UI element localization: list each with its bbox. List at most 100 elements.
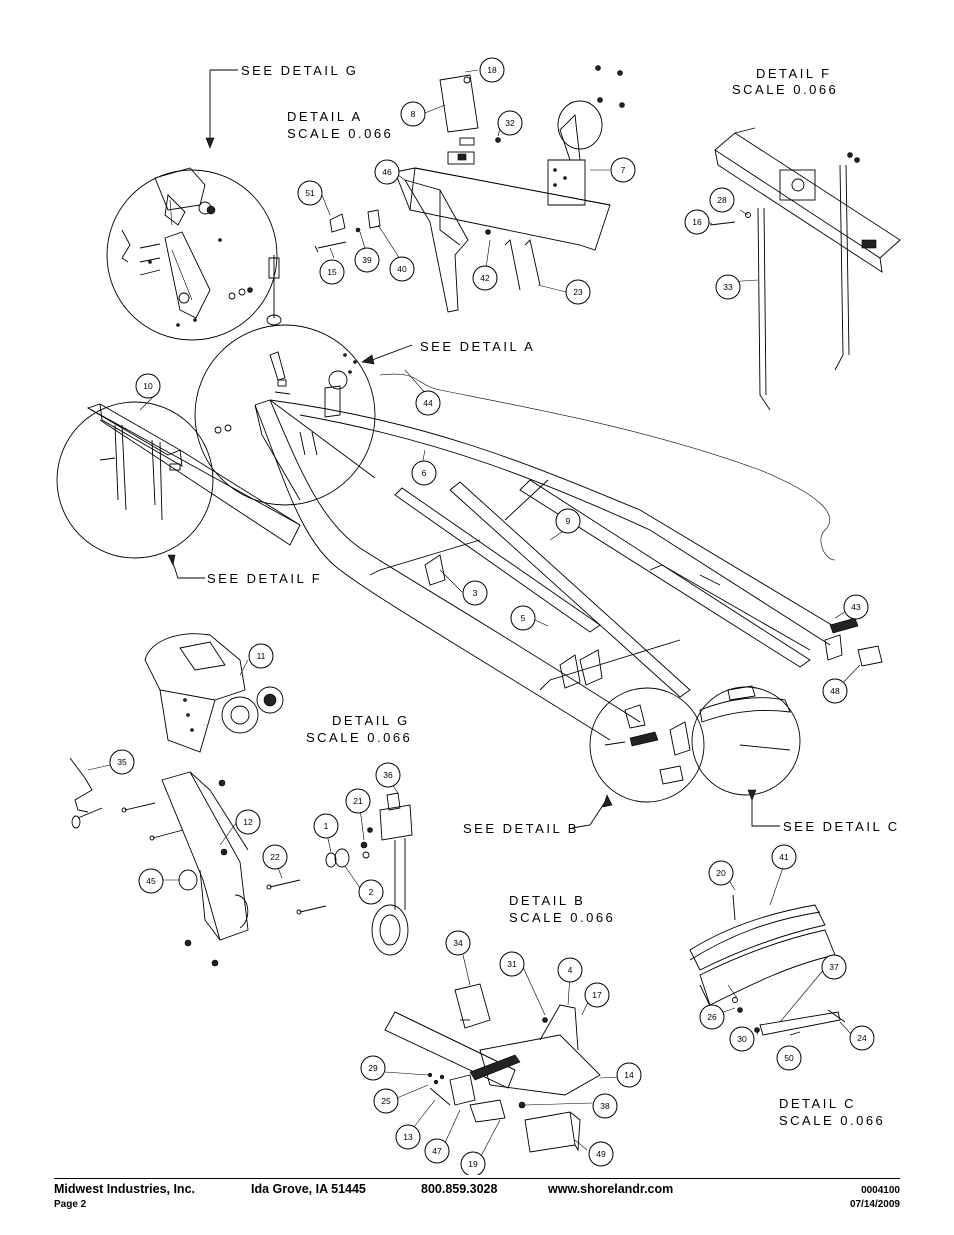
callout-bubble: 38 xyxy=(592,1093,618,1119)
detail-b-circle-view xyxy=(589,687,705,803)
svg-text:3: 3 xyxy=(473,588,478,598)
svg-text:50: 50 xyxy=(784,1053,794,1063)
callout-bubble: 4 xyxy=(557,957,583,983)
detail-c-circle-view xyxy=(691,685,801,796)
svg-text:2: 2 xyxy=(369,887,374,897)
callout-bubble: 44 xyxy=(415,390,441,416)
callout-bubble: 43 xyxy=(843,594,869,620)
svg-text:45: 45 xyxy=(146,876,156,886)
svg-text:6: 6 xyxy=(422,468,427,478)
callout-bubble: 28 xyxy=(709,187,735,213)
see-detail-a-label: SEE DETAIL A xyxy=(420,339,535,354)
callout-bubble: 14 xyxy=(616,1062,642,1088)
leader-lines xyxy=(87,69,861,1159)
callout-bubble: 5 xyxy=(510,605,536,631)
callout-bubble: 31 xyxy=(499,951,525,977)
callout-bubble: 24 xyxy=(849,1025,875,1051)
callout-bubble: 41 xyxy=(771,844,797,870)
detail-a-scale: SCALE 0.066 xyxy=(287,126,393,141)
svg-text:19: 19 xyxy=(468,1159,478,1169)
callout-bubble: 6 xyxy=(411,460,437,486)
svg-text:21: 21 xyxy=(353,796,363,806)
company-name: Midwest Industries, Inc. xyxy=(54,1182,195,1196)
svg-text:23: 23 xyxy=(573,287,583,297)
svg-text:26: 26 xyxy=(707,1012,717,1022)
svg-text:12: 12 xyxy=(243,817,253,827)
callout-bubble: 26 xyxy=(699,1004,725,1030)
see-detail-g-label: SEE DETAIL G xyxy=(241,63,358,78)
detail-f-title: DETAIL F xyxy=(756,66,832,81)
parts-diagram: SEE DETAIL G SEE DETAIL A SEE DETAIL F D… xyxy=(56,57,901,1175)
callout-bubble: 11 xyxy=(248,643,274,669)
company-website[interactable]: www.shorelandr.com xyxy=(548,1182,674,1196)
svg-text:8: 8 xyxy=(411,109,416,119)
callout-bubble: 29 xyxy=(360,1055,386,1081)
callout-bubble: 33 xyxy=(715,274,741,300)
svg-text:37: 37 xyxy=(829,962,839,972)
callout-bubble: 37 xyxy=(821,954,847,980)
svg-text:36: 36 xyxy=(383,770,393,780)
callout-bubble: 19 xyxy=(460,1151,486,1175)
callout-bubble: 20 xyxy=(708,860,734,886)
detail-b-assembly xyxy=(384,983,601,1153)
svg-text:22: 22 xyxy=(270,852,280,862)
svg-text:28: 28 xyxy=(717,195,727,205)
svg-text:5: 5 xyxy=(521,613,526,623)
detail-b-title: DETAIL B xyxy=(509,893,585,908)
svg-text:15: 15 xyxy=(327,267,337,277)
detail-g-title: DETAIL G xyxy=(332,713,410,728)
callout-bubble: 2 xyxy=(358,879,384,905)
svg-text:14: 14 xyxy=(624,1070,634,1080)
detail-f-scale: SCALE 0.066 xyxy=(732,82,838,97)
detail-g-circle-view xyxy=(106,167,282,341)
svg-text:39: 39 xyxy=(362,255,372,265)
svg-text:40: 40 xyxy=(397,264,407,274)
callout-bubble: 49 xyxy=(588,1141,614,1167)
callout-bubble: 36 xyxy=(375,762,401,788)
detail-a-circle-view xyxy=(194,324,376,506)
callout-bubble: 50 xyxy=(776,1045,802,1071)
callout-bubble: 3 xyxy=(462,580,488,606)
callout-bubble: 18 xyxy=(479,57,505,83)
callout-bubble: 47 xyxy=(424,1138,450,1164)
svg-text:33: 33 xyxy=(723,282,733,292)
callout-bubble: 9 xyxy=(555,508,581,534)
detail-a-assembly xyxy=(314,65,625,313)
detail-f-circle-view xyxy=(56,401,214,559)
callout-bubble: 35 xyxy=(109,749,135,775)
document-number: 0004100 xyxy=(861,1185,900,1196)
svg-text:47: 47 xyxy=(432,1146,442,1156)
callout-bubble: 30 xyxy=(729,1026,755,1052)
callout-bubble: 10 xyxy=(135,373,161,399)
svg-text:42: 42 xyxy=(480,273,490,283)
svg-text:11: 11 xyxy=(257,651,266,661)
callouts: 18 8 32 7 46 51 15 39 40 42 23 28 16 33 … xyxy=(109,57,875,1175)
page-number: Page 2 xyxy=(54,1199,87,1210)
callout-bubble: 48 xyxy=(822,678,848,704)
callout-bubble: 8 xyxy=(400,101,426,127)
callout-bubble: 51 xyxy=(297,180,323,206)
callout-bubble: 21 xyxy=(345,788,371,814)
svg-text:34: 34 xyxy=(453,938,463,948)
callout-bubble: 7 xyxy=(610,157,636,183)
svg-text:43: 43 xyxy=(851,602,861,612)
svg-text:49: 49 xyxy=(596,1149,606,1159)
detail-b-scale: SCALE 0.066 xyxy=(509,910,615,925)
callout-bubble: 32 xyxy=(497,110,523,136)
svg-text:16: 16 xyxy=(692,217,702,227)
svg-text:25: 25 xyxy=(381,1096,391,1106)
callout-bubble: 39 xyxy=(354,247,380,273)
svg-text:13: 13 xyxy=(403,1132,413,1142)
detail-g-scale: SCALE 0.066 xyxy=(306,730,412,745)
callout-bubble: 34 xyxy=(445,930,471,956)
svg-text:38: 38 xyxy=(600,1101,610,1111)
callout-bubble: 25 xyxy=(373,1088,399,1114)
svg-text:30: 30 xyxy=(737,1034,747,1044)
svg-text:31: 31 xyxy=(507,959,517,969)
company-phone: 800.859.3028 xyxy=(421,1182,498,1196)
svg-text:18: 18 xyxy=(487,65,497,75)
callout-bubble: 22 xyxy=(262,844,288,870)
callout-bubble: 42 xyxy=(472,265,498,291)
svg-text:35: 35 xyxy=(117,757,127,767)
page-footer: Midwest Industries, Inc. Ida Grove, IA 5… xyxy=(54,1178,900,1219)
